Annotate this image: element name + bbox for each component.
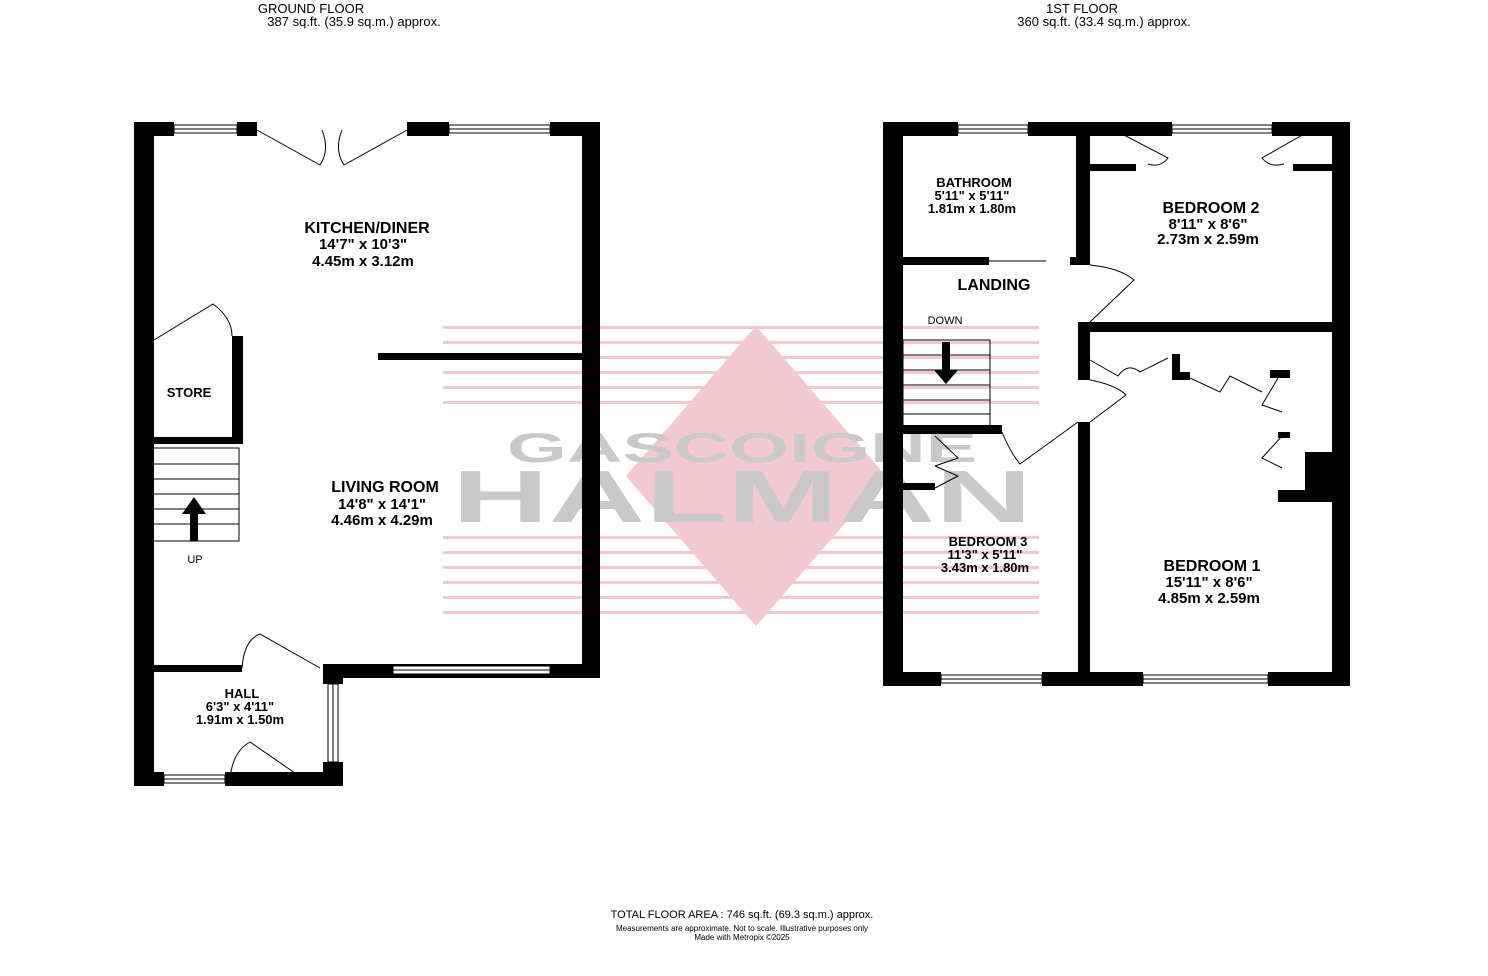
watermark-stripe (443, 581, 1039, 584)
hall-imperial: 6'3" x 4'11" (206, 699, 274, 714)
watermark-stripe (443, 536, 1039, 539)
living-room-name: LIVING ROOM (331, 479, 439, 496)
ground-floor-plan: KITCHEN/DINER 14'7" x 10'3" 4.45m x 3.12… (134, 122, 600, 786)
bedroom-2-metric: 2.73m x 2.59m (1157, 231, 1259, 248)
store-name: STORE (167, 385, 212, 400)
watermark-stripe (443, 566, 1039, 569)
bedroom-2-imperial: 8'11" x 8'6" (1169, 216, 1248, 233)
bedroom-1-name: BEDROOM 1 (1164, 558, 1261, 575)
stairs-down-label: DOWN (928, 315, 963, 327)
living-room-imperial: 14'8" x 14'1" (338, 496, 426, 513)
total-floor-area: TOTAL FLOOR AREA : 746 sq.ft. (69.3 sq.m… (611, 909, 874, 921)
watermark-stripe (443, 401, 1039, 404)
landing-name: LANDING (958, 277, 1031, 294)
first-floor-title: 1ST FLOOR (1046, 1, 1118, 16)
watermark-line2: HALMAN (452, 455, 1032, 538)
kitchen-diner-name: KITCHEN/DINER (304, 220, 430, 237)
living-room-metric: 4.46m x 4.29m (331, 512, 433, 529)
ground-floor-area: 387 sq.ft. (35.9 sq.m.) approx. (267, 14, 440, 29)
watermark-stripe (443, 341, 1039, 344)
watermark-stripe (443, 371, 1039, 374)
bathroom-imperial: 5'11" x 5'11" (935, 188, 1010, 203)
disclaimer: Measurements are approximate. Not to sca… (616, 924, 868, 933)
hall-name: HALL (225, 686, 260, 701)
bathroom-name: BATHROOM (936, 175, 1012, 190)
bedroom-3-metric: 3.43m x 1.80m (941, 560, 1029, 575)
bedroom-3-name: BEDROOM 3 (949, 534, 1028, 549)
hall-metric: 1.91m x 1.50m (196, 712, 284, 727)
first-floor-plan: BATHROOM 5'11" x 5'11" 1.81m x 1.80m BED… (883, 122, 1350, 686)
credit: Made with Metropix ©2025 (694, 933, 790, 942)
stairs-down (902, 339, 991, 429)
watermark-stripe (443, 551, 1039, 554)
bedroom-1-imperial: 15'11" x 8'6" (1165, 574, 1252, 591)
bedroom-1-metric: 4.85m x 2.59m (1158, 590, 1260, 607)
watermark-stripes (443, 326, 1039, 614)
ground-floor-title: GROUND FLOOR (258, 1, 364, 16)
watermark-stripe (443, 611, 1039, 614)
kitchen-diner-imperial: 14'7" x 10'3" (319, 236, 407, 253)
bathroom-metric: 1.81m x 1.80m (928, 201, 1016, 216)
watermark-stripe (443, 386, 1039, 389)
kitchen-diner-metric: 4.45m x 3.12m (312, 253, 414, 270)
watermark: GASCOIGNE HALMAN (443, 326, 1039, 626)
bedroom-3-imperial: 11'3" x 5'11" (948, 547, 1023, 562)
watermark-stripe (443, 356, 1039, 359)
bedroom-2-name: BEDROOM 2 (1163, 200, 1260, 217)
first-floor-area: 360 sq.ft. (33.4 sq.m.) approx. (1017, 14, 1190, 29)
stairs-up (151, 447, 240, 542)
stairs-up-label: UP (187, 554, 202, 566)
watermark-stripe (443, 326, 1039, 329)
watermark-stripe (443, 596, 1039, 599)
